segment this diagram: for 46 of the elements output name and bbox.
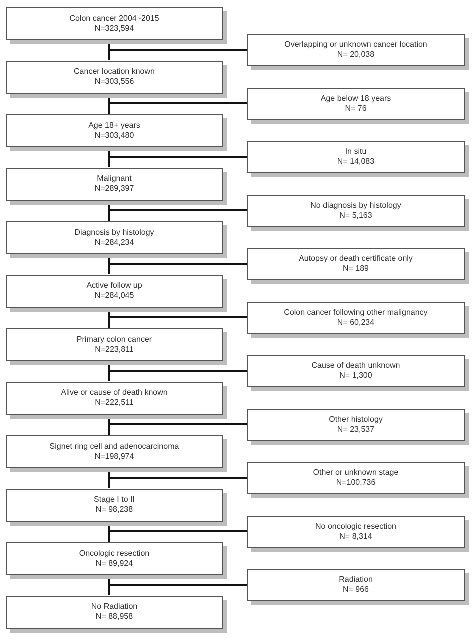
box-text: Primary colon cancer — [76, 334, 152, 344]
box-text: N=198,974 — [94, 452, 134, 462]
box-text: N=303,480 — [94, 130, 134, 140]
box-text: N=289,397 — [94, 184, 134, 194]
box-text: N= 189 — [342, 264, 370, 274]
box-text: Diagnosis by histology — [74, 228, 154, 238]
box-text: N= 20,038 — [337, 50, 375, 60]
box-text: N=222,511 — [95, 398, 134, 408]
box-text: N=303,556 — [94, 77, 134, 87]
box-text: No diagnosis by histology — [310, 200, 402, 210]
box-text: Active follow up — [86, 281, 142, 291]
box-text: Malignant — [97, 174, 132, 184]
box-text: Other or unknown stage — [313, 468, 399, 478]
box-text: Age below 18 years — [320, 94, 392, 104]
box-text: N= 89,924 — [96, 558, 134, 568]
box-text: Oncologic resection — [79, 548, 150, 558]
box-text: Stage I to II — [94, 495, 135, 505]
box-text: No Radiation — [91, 602, 138, 612]
box-text: N= 98,238 — [96, 505, 134, 515]
box-text: N= 1,300 — [340, 371, 372, 381]
box-text: N= 8,314 — [340, 532, 372, 542]
box-text: Radiation — [339, 575, 373, 585]
box-text: N=284,234 — [94, 238, 134, 248]
box-text: Other histology — [329, 414, 383, 424]
box-text: N=284,045 — [94, 291, 134, 301]
box-text: Colon cancer 2004~2015 — [70, 14, 160, 24]
box-text: N= 60,234 — [337, 318, 375, 328]
box-text: Autopsy or death certificate only — [299, 254, 413, 264]
box-text: Signet ring cell and adenocarcinoma — [50, 442, 180, 452]
box-text: N= 23,537 — [337, 424, 375, 434]
box-text: N= 14,083 — [337, 157, 375, 167]
box-text: N=100,736 — [336, 478, 376, 488]
box-text: Cause of death unknown — [312, 361, 400, 371]
box-text: N= 5,163 — [340, 210, 372, 220]
box-text: N= 88,958 — [96, 612, 134, 622]
box-text: N= 76 — [345, 104, 367, 114]
box-text: N=323,594 — [94, 24, 134, 34]
box-text: Cancer location known — [74, 67, 155, 77]
box-text: N= 966 — [342, 585, 370, 595]
box-text: No oncologic resection — [316, 522, 396, 532]
box-text: Age 18+ years — [88, 120, 140, 130]
box-text: In situ — [345, 147, 367, 157]
box-text: Colon cancer following other malignancy — [284, 308, 428, 318]
box-text: N=223,811 — [95, 344, 134, 354]
box-text: Alive or cause of death known — [61, 388, 168, 398]
box-text: Overlapping or unknown cancer location — [284, 40, 428, 50]
